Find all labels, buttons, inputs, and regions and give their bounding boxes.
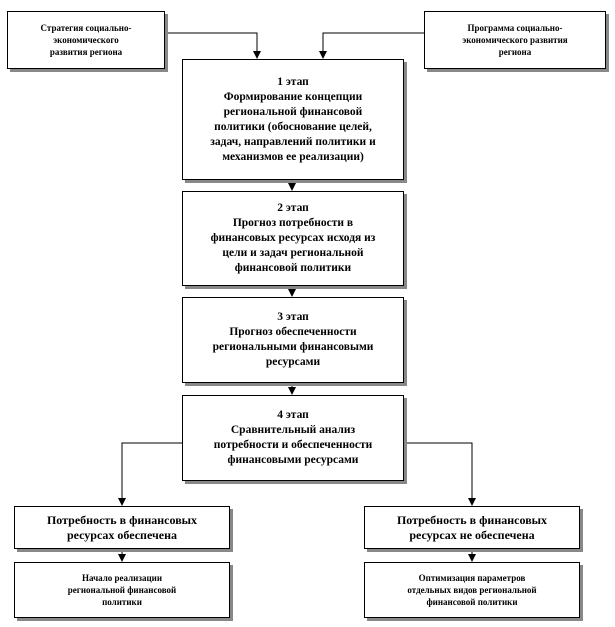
stage-2-number: 2 этап: [277, 202, 309, 214]
arrow-strategy-to-stage1: [165, 32, 261, 59]
need-not-met-box: Потребность в финансовых ресурсах не обе…: [364, 506, 580, 549]
stage-1-box: 1 этап Формирование концепции региональн…: [182, 59, 404, 180]
optimization-text: Оптимизация параметров отдельных видов р…: [407, 573, 537, 607]
stage-2-text: Прогноз потребности в финансовых ресурса…: [210, 217, 376, 274]
need-not-met-text: Потребность в финансовых ресурсах не обе…: [396, 512, 548, 542]
strategy-box: Стратегия социально- экономического разв…: [7, 11, 165, 69]
arrow-program-to-stage1: [319, 32, 424, 59]
stage-4-number: 4 этап: [277, 409, 309, 421]
strategy-text: Стратегия социально- экономического разв…: [40, 23, 132, 57]
arrow-stage4-to-left: [118, 442, 182, 506]
program-text: Программа социально- экономического разв…: [462, 23, 568, 57]
start-implementation-text: Начало реализации региональной финансово…: [67, 573, 177, 607]
need-met-box: Потребность в финансовых ресурсах обеспе…: [14, 506, 230, 549]
stage-4-text: Сравнительный анализ потребности и обесп…: [213, 424, 373, 466]
stage-1-text: Формирование концепции региональной фина…: [210, 90, 376, 163]
stage-1-number: 1 этап: [277, 75, 309, 88]
stage-3-number: 3 этап: [277, 311, 309, 323]
stage-3-text: Прогноз обеспеченности региональными фин…: [212, 326, 374, 368]
start-implementation-box: Начало реализации региональной финансово…: [14, 562, 230, 618]
need-met-text: Потребность в финансовых ресурсах обеспе…: [46, 512, 198, 542]
arrow-stage4-to-right: [404, 442, 476, 506]
stage-3-box: 3 этап Прогноз обеспеченности региональн…: [182, 297, 404, 383]
optimization-box: Оптимизация параметров отдельных видов р…: [364, 562, 580, 618]
program-box: Программа социально- экономического разв…: [424, 11, 606, 69]
stage-4-box: 4 этап Сравнительный анализ потребности …: [182, 395, 404, 481]
stage-2-box: 2 этап Прогноз потребности в финансовых …: [182, 191, 404, 286]
